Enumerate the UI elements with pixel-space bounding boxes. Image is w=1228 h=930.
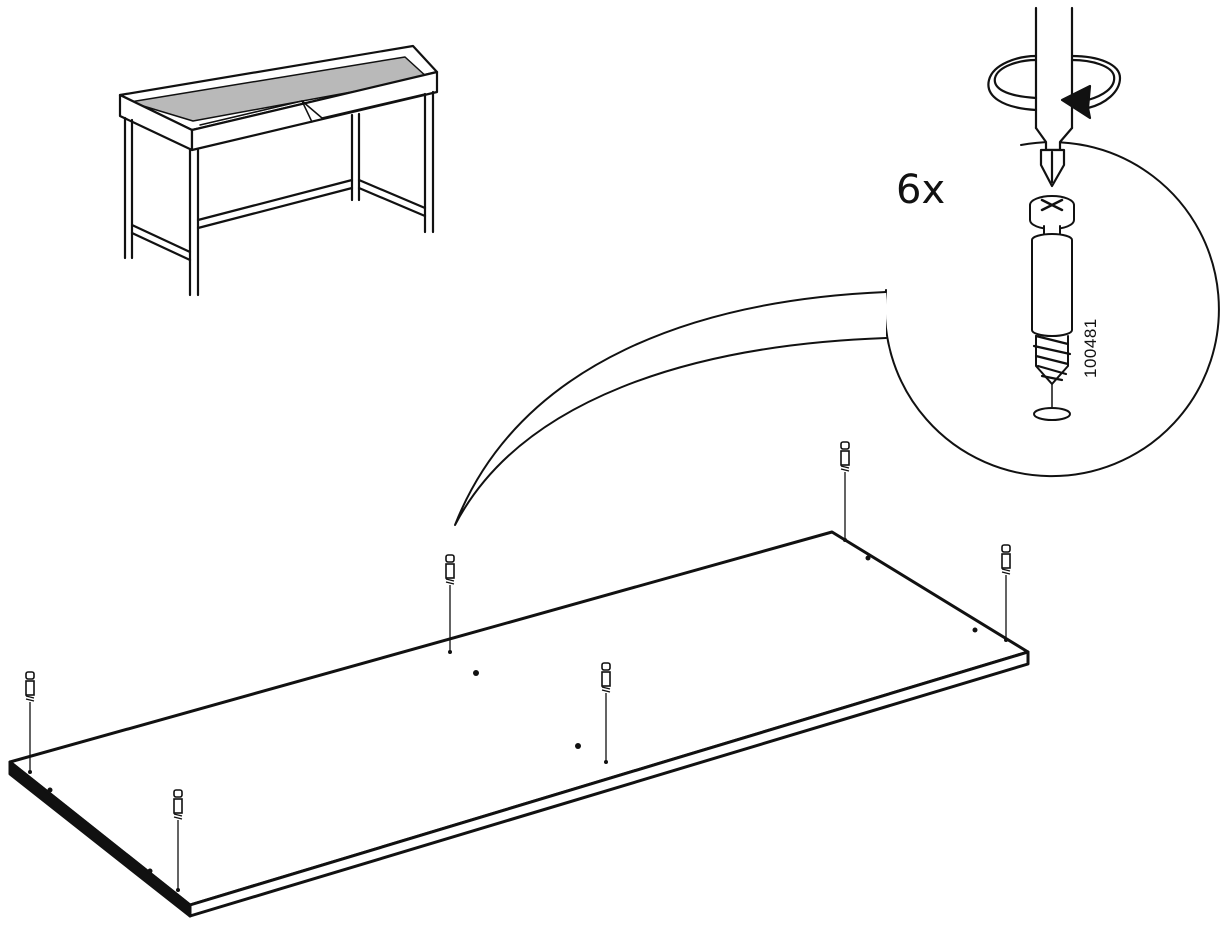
screwdriver-icon bbox=[1034, 6, 1074, 188]
detail-magnifier bbox=[454, 141, 1220, 526]
desk-stretcher-front bbox=[130, 223, 192, 254]
panel-face bbox=[8, 530, 1030, 907]
desk-stretcher-back bbox=[357, 178, 427, 210]
cam-dowel-icon bbox=[173, 789, 183, 892]
panel-edge-right bbox=[188, 650, 1030, 918]
cam-dowel-icon bbox=[601, 662, 611, 764]
clockwise-rotation-arrow-icon bbox=[987, 54, 1122, 120]
rotation-arrow-head bbox=[1060, 84, 1092, 120]
callout-pointer bbox=[454, 291, 887, 526]
desk-stretcher-side bbox=[196, 178, 354, 222]
desk-overview-icon bbox=[118, 44, 439, 297]
cam-dowel-detail-icon bbox=[1029, 195, 1075, 421]
dowel-group bbox=[25, 441, 1011, 892]
part-number-label: 100481 bbox=[1081, 318, 1100, 378]
cam-dowel-icon bbox=[840, 441, 850, 542]
cam-dowel-icon bbox=[1001, 544, 1011, 642]
quantity-label: 6x bbox=[896, 167, 946, 213]
desk-top-panel-icon bbox=[8, 530, 1030, 918]
cam-dowel-icon bbox=[445, 554, 455, 654]
magnifier-circle bbox=[883, 141, 1220, 478]
cam-dowel-icon bbox=[25, 671, 35, 774]
panel-holes bbox=[47, 555, 978, 874]
